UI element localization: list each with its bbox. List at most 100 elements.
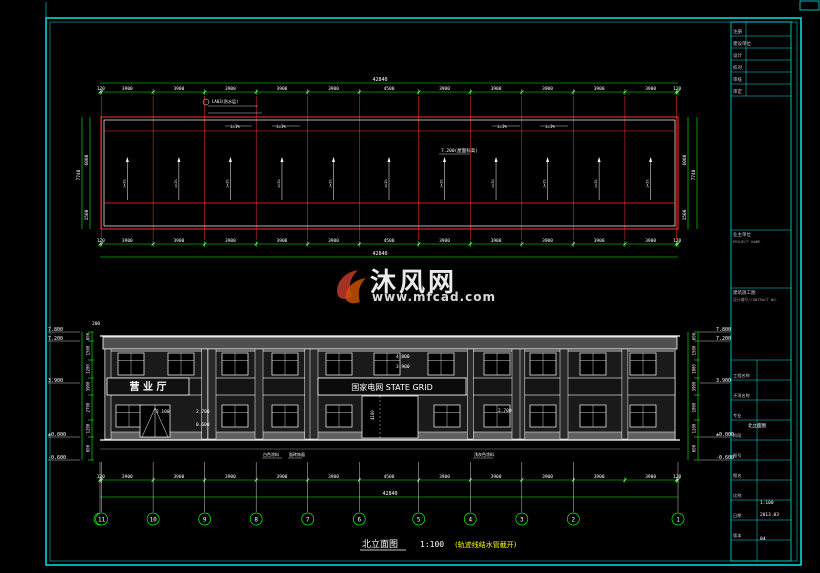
left-vdim-label-6: 600	[86, 444, 91, 452]
plan-top-dim-slash-8	[468, 90, 473, 94]
right-vdim-label-1: 1500	[692, 345, 697, 355]
axis-dim-label-6: 4500	[384, 474, 395, 480]
plan-bottom-dim-label-4: 3900	[277, 238, 288, 244]
left-level-4: -0.600	[48, 455, 66, 461]
plan-bottom-dim-slash-5	[305, 242, 310, 246]
axis-label-3: 9	[203, 517, 207, 524]
plan-drain-label-10: i=2%	[594, 179, 598, 188]
plan-bottom-dim-label-2: 3900	[173, 238, 184, 244]
tb-project: 业主单位	[733, 231, 751, 238]
plan-overall-dim: 42840	[372, 77, 387, 83]
plan-bottom-dim-label-1: 3900	[122, 238, 133, 244]
tb-cell-4: 图号	[733, 453, 741, 459]
left-vdim-label-1: 1500	[86, 345, 91, 355]
plan-top-dim-label-5: 3900	[328, 86, 339, 92]
tb-drawing-title: 建筑施工图	[733, 289, 756, 296]
plan-bottom-dim-label-10: 3900	[594, 238, 605, 244]
axis-label-11: 1	[676, 517, 680, 524]
right-level-4: -0.600	[716, 455, 734, 461]
axis-label-5: 7	[306, 517, 310, 524]
axis-dim-label-12: 120	[673, 474, 681, 480]
plan-top-dim-label-2: 3900	[173, 86, 184, 92]
tb-project-sub: PROJECT NAME	[733, 239, 761, 244]
axis-dim-label-0: 120	[97, 474, 105, 480]
title-block: 注册 建设单位 设计 校对 审核 审定 业主单位 PROJECT NAME 建筑…	[730, 21, 792, 562]
plan-bottom-dim-slash-3	[202, 242, 207, 246]
axis-dim-label-1: 3900	[122, 474, 133, 480]
hall-sign-board	[106, 377, 190, 396]
plan-top-dim-label-6: 4500	[384, 86, 395, 92]
axis-dim-label-2: 3900	[173, 474, 184, 480]
door-dim-2: 2.100	[156, 409, 170, 415]
plan-top-dim-slash-7	[416, 90, 421, 94]
elev-pilaster-mid-right	[511, 348, 521, 440]
brand-sign-board	[317, 377, 467, 396]
plan-top-dim-label-3: 3900	[225, 86, 236, 92]
plan-drain-label-3: i=2%	[225, 179, 229, 188]
material-label-2: 浅灰色涂料	[474, 451, 494, 457]
plan-drain-label-6: i=2%	[384, 179, 388, 188]
plan-top-dim-slash-3	[202, 90, 207, 94]
tb-cell-6: 比例	[733, 492, 741, 499]
plan-drain-label-11: i=2%	[646, 179, 650, 188]
tb-contract: 设计编号/CONTRACT NO.	[733, 297, 778, 302]
plan-bottom-dim-label-12: 120	[673, 238, 681, 244]
plan-bottom-dim-label-9: 3900	[542, 238, 553, 244]
mid-dim-4100: 4100	[370, 410, 375, 420]
elev-pilaster-11	[621, 348, 629, 440]
left-level-markers: 7.800 7.200 3.900 ±0.000 -0.600	[48, 327, 80, 461]
plan-top-dim-label-10: 3900	[594, 86, 605, 92]
tb-row-1: 建设单位	[733, 40, 751, 47]
plan-right-dim-1500: 1500	[682, 209, 688, 220]
central-opening	[361, 395, 419, 439]
plan-bottom-dim-label-6: 4500	[384, 238, 395, 244]
plan-arrowhead-4	[280, 157, 284, 162]
plan-right-total: 7740	[691, 169, 697, 180]
sheet-mark	[799, 0, 820, 11]
tb-sheet-no: 04	[760, 536, 766, 542]
right-vdim-label-0: 600	[692, 332, 697, 340]
axis-bubble-4	[249, 512, 263, 526]
right-vdim-label-3: 3900	[692, 381, 697, 391]
plan-top-dim-slash-5	[305, 90, 310, 94]
drawing-border	[45, 17, 802, 566]
plan-bottom-dim-label-11: 3900	[645, 238, 656, 244]
plan-slope-0: i=1%	[230, 124, 240, 129]
elevation-title: 北立面图	[362, 538, 398, 550]
tb-cell-2: 专业	[733, 412, 741, 419]
plan-top-dim-slash-12	[674, 90, 679, 94]
left-level-2: 3.900	[48, 378, 63, 384]
axis-bubble-7	[412, 512, 426, 526]
axis-label-9: 3	[520, 517, 524, 524]
plan-note-label: LA03(防水层)	[212, 98, 238, 104]
elev-pilaster-mid-left	[309, 348, 319, 440]
plan-slope-1: i=1%	[276, 124, 286, 129]
plan-drain-label-9: i=2%	[543, 179, 547, 188]
elev-upper-band	[105, 349, 675, 352]
plan-bottom-dim-slash-2	[151, 242, 155, 246]
plan-top-dim-slash-2	[151, 90, 155, 94]
right-level-1: 7.200	[716, 336, 731, 342]
plan-drain-label-4: i=2%	[277, 179, 281, 188]
elevation-scale: 1:100	[420, 540, 444, 549]
plan-note-marker	[202, 98, 210, 106]
plan-left-total: 7740	[76, 169, 82, 180]
axis-label-8: 4	[468, 517, 472, 524]
left-vdim-label-5: 1200	[86, 423, 91, 433]
plan-bottom-dim-slash-1	[99, 242, 104, 246]
axis-dim-label-5: 3900	[328, 474, 339, 480]
plan-top-dim-slash-0	[98, 90, 102, 94]
hall-sign: 营 业 厅	[130, 380, 167, 393]
plan-slope-3: i=1%	[545, 124, 555, 129]
axis-bubble-8	[463, 512, 477, 526]
tb-cell-7: 日期	[733, 513, 741, 519]
plan-bottom-dim-label-7: 3900	[439, 238, 450, 244]
door-dim-0: 2.700	[196, 409, 210, 415]
tb-cell-5: 图名	[733, 472, 741, 479]
plan-arrowhead-1	[125, 157, 129, 162]
elev-pilaster-8	[467, 348, 474, 440]
axis-bubble-9	[515, 512, 529, 526]
elev-pilaster-3	[201, 348, 208, 440]
axis-dim-label-3: 3900	[225, 474, 236, 480]
